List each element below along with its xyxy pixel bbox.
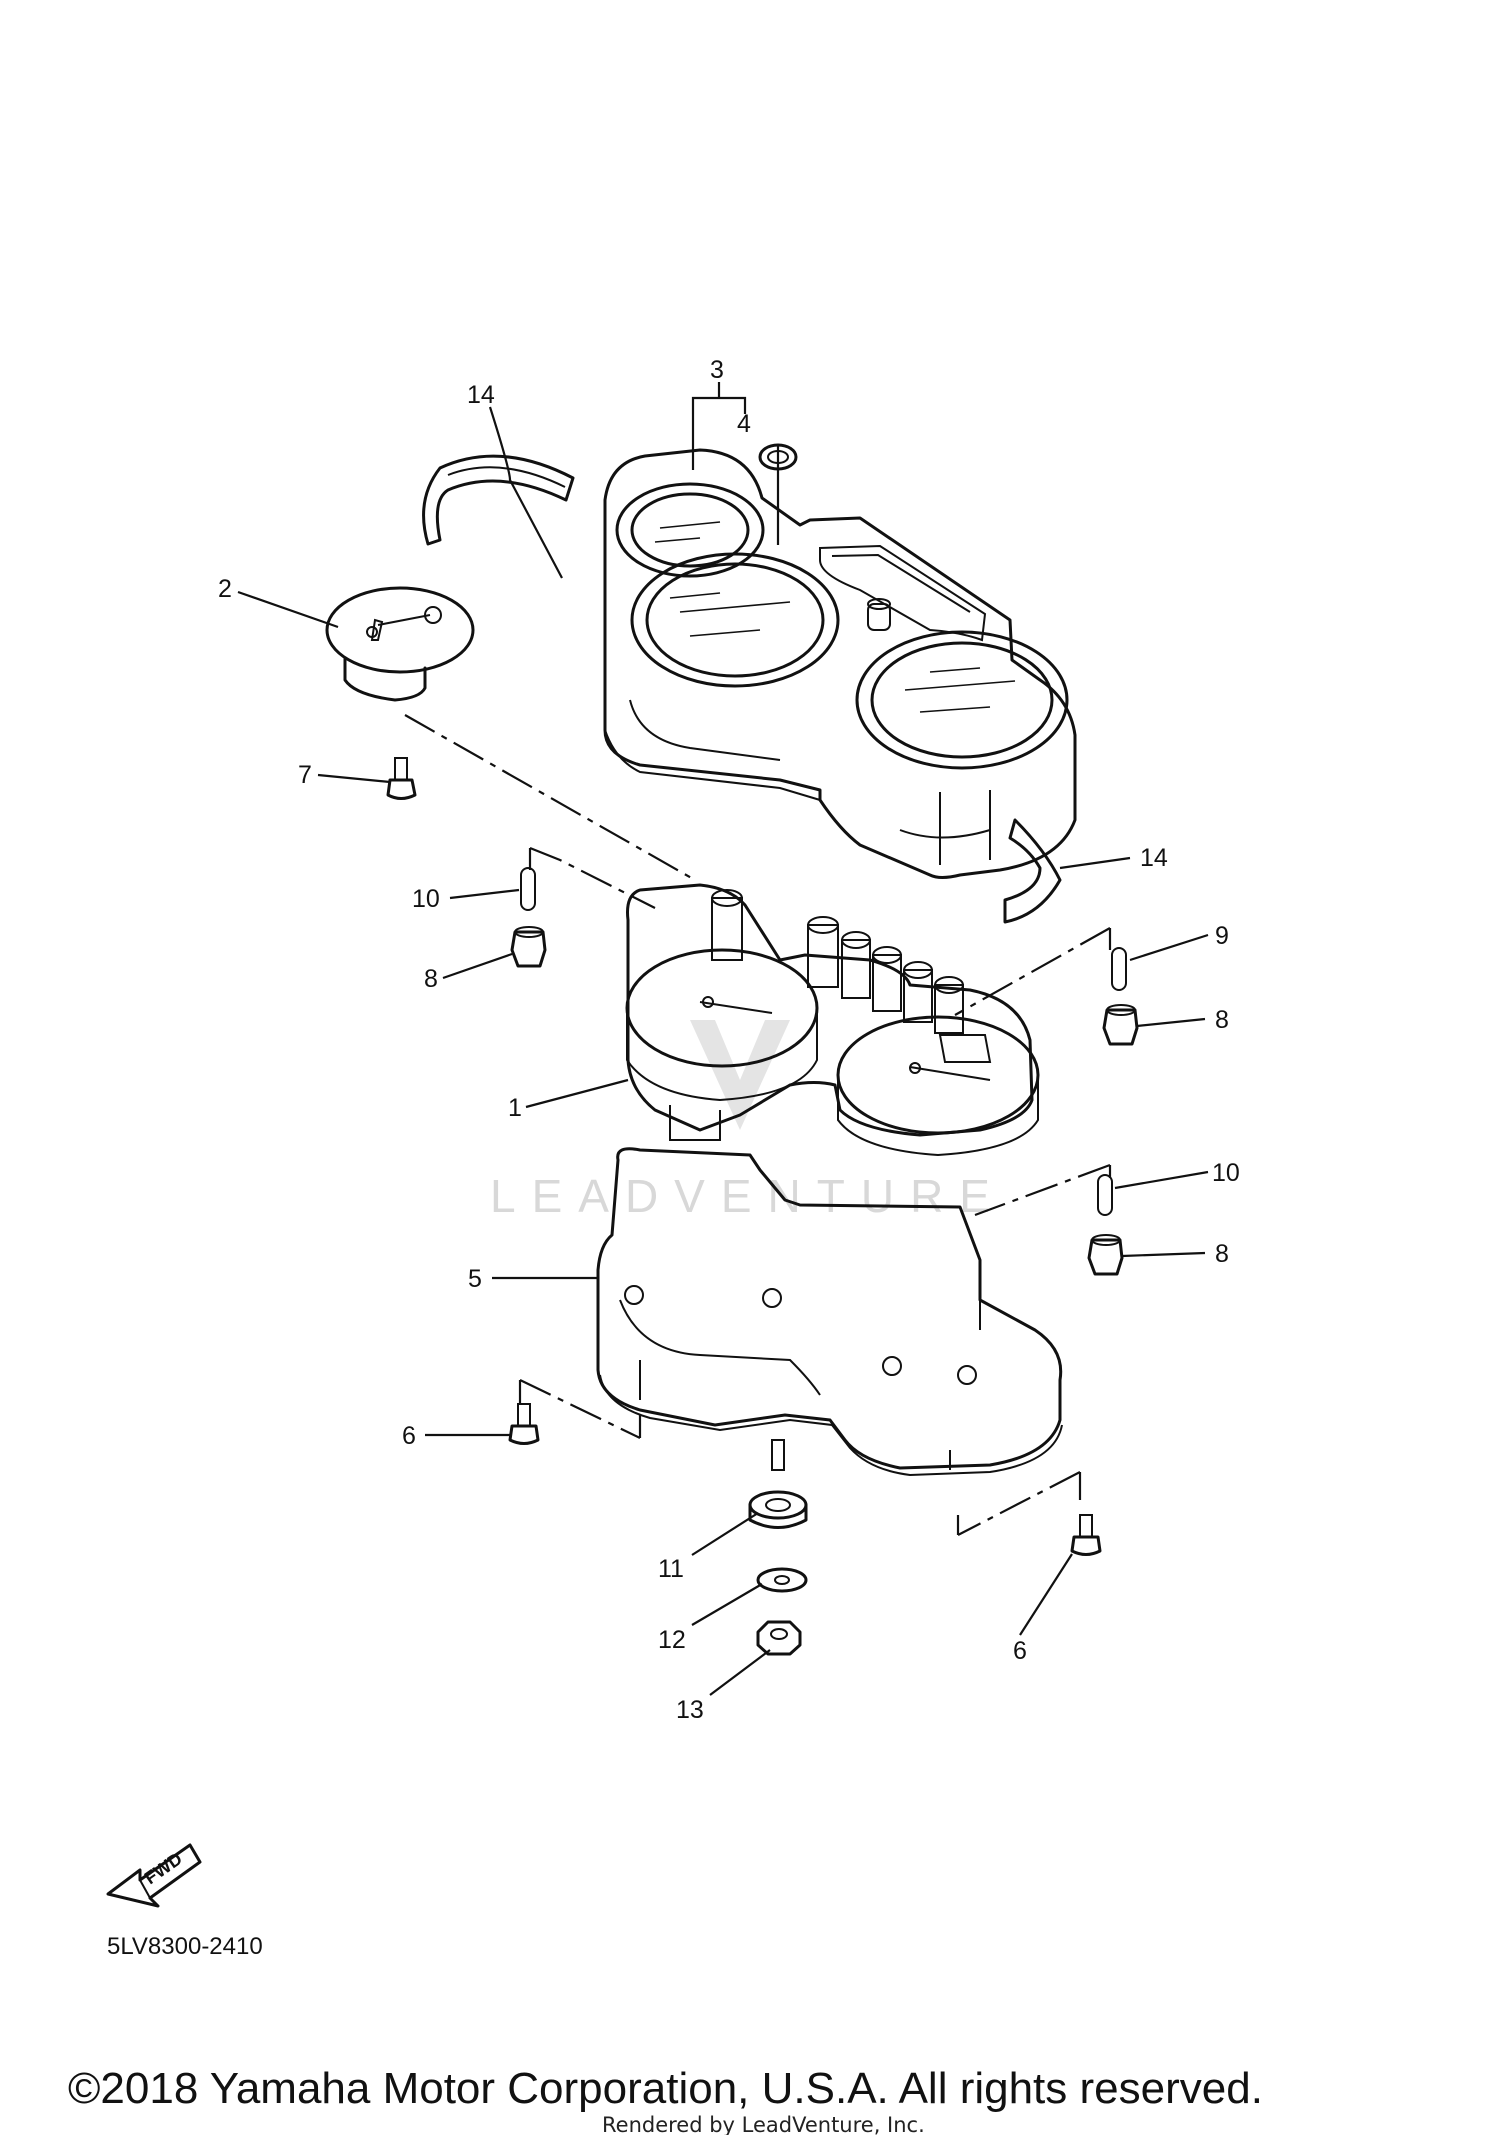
callout-6-right: 6 <box>1013 1637 1027 1665</box>
part-14-lower-meter-band <box>1003 818 1062 924</box>
callout-10-left: 10 <box>412 885 440 913</box>
callout-8-right-upper: 8 <box>1215 1006 1229 1034</box>
callout-5: 5 <box>468 1265 482 1293</box>
alignment-lines <box>404 714 1112 1536</box>
callout-6-left: 6 <box>402 1422 416 1450</box>
callout-7: 7 <box>298 761 312 789</box>
part-10-bulb-left <box>520 867 536 911</box>
callout-3: 3 <box>710 356 724 384</box>
callout-14-upper: 14 <box>467 381 495 409</box>
rendered-by-notice: Rendered by LeadVenture, Inc. <box>602 2113 925 2135</box>
copyright-notice: ©2018 Yamaha Motor Corporation, U.S.A. A… <box>68 2064 1263 2113</box>
part-3-upper-meter-case <box>603 448 1077 879</box>
leader-lines <box>237 382 1209 1696</box>
part-11-damper <box>748 1490 808 1529</box>
callout-8-right-lower: 8 <box>1215 1240 1229 1268</box>
callout-12: 12 <box>658 1626 686 1654</box>
callout-13: 13 <box>676 1696 704 1724</box>
part-13-nut <box>756 1620 802 1656</box>
part-9-bulb-right <box>1111 947 1127 991</box>
part-1-meter-assembly <box>625 883 1040 1157</box>
stud <box>771 1439 785 1471</box>
part-8-socket-right-upper <box>1102 1004 1139 1046</box>
part-5-lower-meter-case <box>596 1147 1063 1477</box>
part-7-screw <box>386 757 417 800</box>
watermark-text: LEADVENTURE <box>490 1170 1006 1222</box>
callout-9: 9 <box>1215 922 1229 950</box>
fwd-arrow-icon: FWD <box>106 1843 202 1908</box>
part-8-socket-left <box>510 926 547 968</box>
callout-8-left: 8 <box>424 965 438 993</box>
callout-1: 1 <box>508 1094 522 1122</box>
callout-labels: 3 4 14 2 7 14 10 8 9 8 1 10 8 5 6 11 12 … <box>218 356 1240 1724</box>
callout-11: 11 <box>658 1555 684 1583</box>
leadventure-watermark: LEADVENTURE <box>490 1020 1006 1222</box>
part-2-tachometer <box>325 586 475 702</box>
diagram-code: 5LV8300-2410 <box>107 1933 263 1960</box>
part-8-socket-right-lower <box>1087 1234 1124 1276</box>
part-12-washer <box>756 1567 808 1593</box>
part-14-upper-meter-band <box>422 454 575 546</box>
part-10-bulb-right <box>1097 1174 1113 1216</box>
callout-10-right: 10 <box>1212 1159 1240 1187</box>
callout-14-lower: 14 <box>1140 844 1168 872</box>
callout-4: 4 <box>737 410 751 438</box>
callout-2: 2 <box>218 575 232 603</box>
part-6-screw-right <box>1070 1514 1102 1556</box>
part-6-screw-left <box>508 1403 540 1445</box>
